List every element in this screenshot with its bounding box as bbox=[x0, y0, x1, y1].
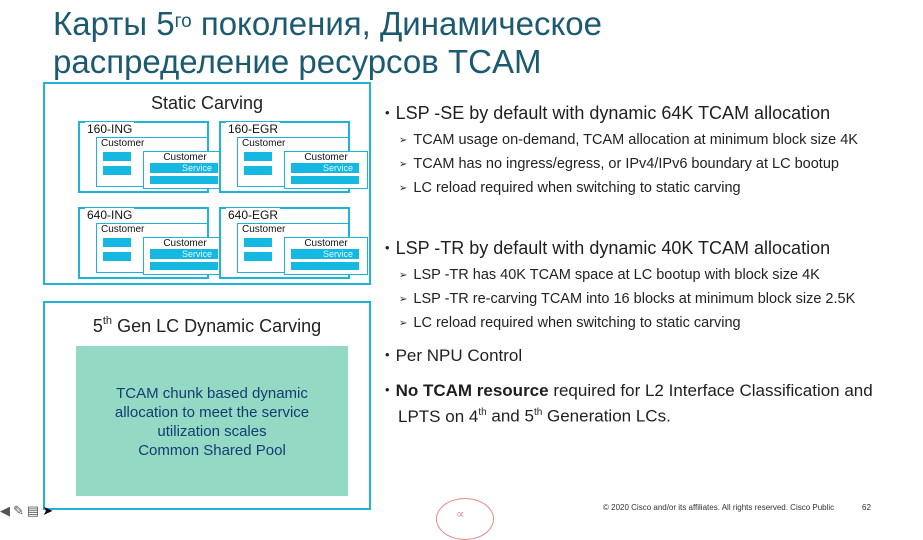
tcam-bar bbox=[103, 238, 131, 247]
customer-label: Customer bbox=[101, 138, 145, 149]
dyn-title-pre: 5 bbox=[92, 316, 103, 336]
tcam-bar bbox=[291, 176, 359, 184]
sub-bullet: ➢LC reload required when switching to st… bbox=[399, 315, 741, 331]
pen-icon[interactable]: ✎ bbox=[13, 503, 24, 518]
sub-bullet-text: TCAM has no ingress/egress, or IPv4/IPv6… bbox=[413, 156, 839, 172]
slides-icon[interactable]: ▤ bbox=[26, 503, 40, 518]
customer-label: Customer bbox=[163, 152, 207, 163]
service-bar: Service bbox=[150, 163, 218, 173]
title-line1-post: поколения, Динамическое bbox=[191, 5, 602, 42]
dyn-title-sup: th bbox=[102, 315, 113, 327]
customer-label: Customer bbox=[242, 138, 286, 149]
customer-block: Customer Customer Service bbox=[237, 223, 368, 275]
customer-block: Customer Customer Service bbox=[237, 137, 368, 189]
panel-line: TCAM chunk based dynamic bbox=[116, 385, 308, 402]
static-carving-title: Static Carving bbox=[150, 93, 264, 113]
bullet-sup: th bbox=[533, 407, 543, 418]
customer-label: Customer bbox=[101, 224, 145, 235]
bullet-text: and 5 bbox=[486, 406, 534, 426]
card-label: 640-EGR bbox=[226, 208, 281, 222]
sub-bullet: ➢TCAM usage on-demand, TCAM allocation a… bbox=[399, 132, 858, 148]
bullet-bold-text: No TCAM resource bbox=[395, 381, 549, 400]
tcam-bar bbox=[291, 262, 359, 270]
shared-pool-panel: TCAM chunk based dynamic allocation to m… bbox=[76, 346, 348, 496]
bullet-text: LSP -TR by default with dynamic 40K TCAM… bbox=[395, 238, 831, 258]
bullet-npu: •Per NPU Control bbox=[385, 346, 523, 365]
panel-line: Common Shared Pool bbox=[138, 442, 286, 459]
title-line1-pre: Карты 5 bbox=[53, 5, 175, 42]
dynamic-carving-title: 5th Gen LC Dynamic Carving bbox=[45, 315, 369, 337]
bullet-text: required for L2 Interface Classification… bbox=[548, 381, 873, 400]
bullet-sup: th bbox=[478, 407, 487, 418]
bullet-text: LSP -SE by default with dynamic 64K TCAM… bbox=[395, 103, 831, 123]
customer-label: Customer bbox=[163, 238, 207, 249]
dyn-title-post: Gen LC Dynamic Carving bbox=[112, 316, 322, 336]
panel-line: utilization scales bbox=[157, 423, 267, 440]
customer-service-block: Customer Service bbox=[143, 151, 227, 189]
sub-bullet: ➢LSP -TR has 40K TCAM space at LC bootup… bbox=[399, 267, 820, 283]
card-label: 160-ING bbox=[85, 122, 135, 136]
page-number: 62 bbox=[862, 503, 871, 512]
customer-block: Customer Customer Service bbox=[96, 137, 227, 189]
tcam-card-160-ing: 160-ING Customer Customer Service bbox=[78, 121, 227, 193]
sub-bullet-text: LC reload required when switching to sta… bbox=[413, 315, 741, 331]
tcam-bar bbox=[244, 152, 272, 161]
dynamic-carving-box: 5th Gen LC Dynamic Carving TCAM chunk ba… bbox=[43, 301, 371, 510]
sub-bullet-text: LSP -TR re-carving TCAM into 16 blocks a… bbox=[413, 291, 856, 307]
customer-service-block: Customer Service bbox=[143, 237, 227, 275]
tcam-bar bbox=[103, 166, 131, 175]
bullet-lsp-se: •LSP -SE by default with dynamic 64K TCA… bbox=[385, 103, 831, 123]
tcam-bar bbox=[103, 252, 131, 261]
service-bar: Service bbox=[291, 249, 359, 259]
sub-bullet-text: LC reload required when switching to sta… bbox=[413, 180, 741, 196]
tcam-bar bbox=[150, 176, 218, 184]
previous-arrow-icon[interactable]: ◀ bbox=[0, 503, 10, 518]
customer-label: Customer bbox=[304, 152, 348, 163]
tcam-bar bbox=[150, 262, 218, 270]
sub-bullet: ➢TCAM has no ingress/egress, or IPv4/IPv… bbox=[399, 156, 839, 172]
tcam-bar bbox=[244, 238, 272, 247]
footer-copyright: © 2020 Cisco and/or its affiliates. All … bbox=[603, 503, 835, 512]
bullet-l2: •No TCAM resource required for L2 Interf… bbox=[385, 381, 873, 426]
tcam-card-640-egr: 640-EGR Customer Customer Service bbox=[219, 207, 368, 279]
pointer-icon[interactable]: ➤ bbox=[42, 503, 54, 518]
customer-label: Customer bbox=[304, 238, 348, 249]
sub-bullet: ➢LSP -TR re-carving TCAM into 16 blocks … bbox=[399, 291, 856, 307]
tcam-bar bbox=[244, 252, 272, 261]
tcam-bar bbox=[244, 166, 272, 175]
shared-pool-text: TCAM chunk based dynamic allocation to m… bbox=[76, 384, 348, 460]
bullet-text: Generation LCs. bbox=[542, 406, 671, 426]
tcam-card-640-ing: 640-ING Customer Customer Service bbox=[78, 207, 227, 279]
slideshow-toolbar: ◀ ✎ ▤ ➤ bbox=[0, 501, 53, 521]
bullet-text: LPTS on 4 bbox=[398, 406, 479, 426]
customer-service-block: Customer Service bbox=[284, 151, 368, 189]
static-carving-box: Static Carving 160-ING Customer Customer… bbox=[43, 82, 371, 285]
service-bar: Service bbox=[291, 163, 359, 173]
tcam-card-160-egr: 160-EGR Customer Customer Service bbox=[219, 121, 368, 193]
customer-label: Customer bbox=[242, 224, 286, 235]
service-bar: Service bbox=[150, 249, 218, 259]
title-line1-sup: го bbox=[174, 11, 192, 32]
slide-title-line1: Карты 5го поколения, Динамическое bbox=[53, 5, 913, 43]
bullet-lsp-tr: •LSP -TR by default with dynamic 40K TCA… bbox=[385, 238, 831, 258]
bullet-text: Per NPU Control bbox=[395, 346, 523, 365]
recording-indicator-icon: ∝ bbox=[436, 498, 494, 540]
sub-bullet-text: TCAM usage on-demand, TCAM allocation at… bbox=[413, 132, 858, 148]
customer-service-block: Customer Service bbox=[284, 237, 368, 275]
slide-title-line2: распределение ресурсов TCAM bbox=[53, 43, 542, 80]
panel-line: allocation to meet the service bbox=[114, 404, 310, 421]
card-label: 160-EGR bbox=[226, 122, 281, 136]
tcam-bar bbox=[103, 152, 131, 161]
card-label: 640-ING bbox=[85, 208, 135, 222]
sub-bullet-text: LSP -TR has 40K TCAM space at LC bootup … bbox=[413, 267, 820, 283]
sub-bullet: ➢LC reload required when switching to st… bbox=[399, 180, 741, 196]
customer-block: Customer Customer Service bbox=[96, 223, 227, 275]
slide-title: Карты 5го поколения, Динамическое распре… bbox=[53, 5, 913, 81]
